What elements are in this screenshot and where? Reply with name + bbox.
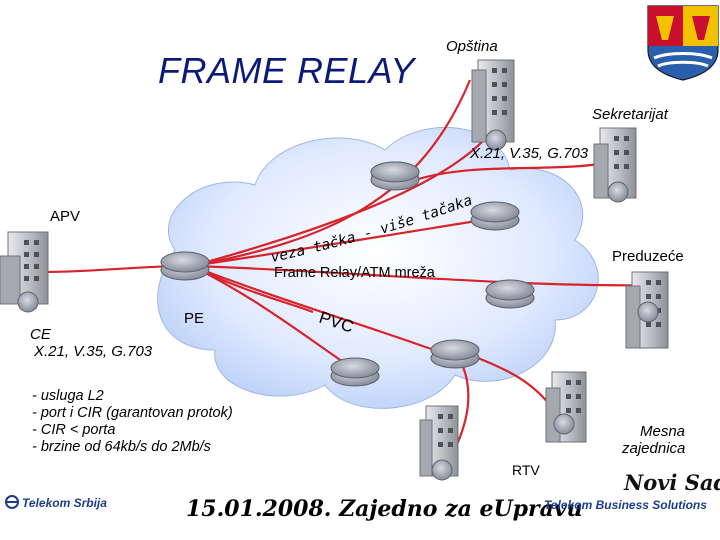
feature-item: - usluga L2 xyxy=(32,388,104,404)
network-cloud xyxy=(157,126,599,409)
building-mesna-zajednica xyxy=(545,371,587,443)
feature-item: - CIR < porta xyxy=(32,422,116,438)
feature-item: - brzine od 64kb/s do 2Mb/s xyxy=(32,439,211,455)
label-mesna-line2: zajednica xyxy=(622,440,686,457)
footer-date-text: 15.01.2008. Zajedno za eUpravu xyxy=(186,496,583,522)
page-title: FRAME RELAY xyxy=(158,50,415,91)
router-right xyxy=(470,201,520,231)
coat-of-arms-logo xyxy=(647,5,719,81)
telekom-srbija-logo-icon xyxy=(5,495,19,509)
brand-telekom-srbija: Telekom Srbija xyxy=(22,496,107,510)
brand-telekom-business: Telekom Business Solutions xyxy=(544,498,707,512)
router-mid xyxy=(485,279,535,309)
label-rtv: RTV xyxy=(512,462,540,478)
router-bottom xyxy=(330,357,380,387)
building-sekretarijat xyxy=(593,127,637,203)
building-opstina xyxy=(471,59,515,151)
label-ce: CE xyxy=(30,326,51,343)
label-interface-ce: X.21, V.35, G.703 xyxy=(34,343,153,360)
building-preduzece xyxy=(625,271,669,349)
routers xyxy=(160,161,535,387)
city-novi-sad: Novi Sad xyxy=(624,470,720,495)
router-pe xyxy=(160,251,210,281)
link-pe-router-right xyxy=(191,216,496,268)
label-mesna-line1: Mesna xyxy=(640,423,686,440)
label-network: Frame Relay/ATM mreža xyxy=(274,265,435,281)
link-pe-router-mid xyxy=(191,264,446,356)
router-top xyxy=(370,161,420,191)
label-opstina: Opština xyxy=(446,38,498,55)
label-interface-top: X.21, V.35, G.703 xyxy=(470,145,589,162)
label-apv: APV xyxy=(50,208,81,225)
building-rtv xyxy=(419,405,459,481)
feature-list: - usluga L2 - port i CIR (garantovan pro… xyxy=(32,388,233,456)
building-apv xyxy=(0,231,49,313)
label-sekretarijat: Sekretarijat xyxy=(592,106,668,123)
router-low xyxy=(430,339,480,369)
label-pe: PE xyxy=(184,310,205,327)
link-pe-router-low xyxy=(191,265,356,371)
link-pe-opstina xyxy=(191,79,472,268)
feature-item: - port i CIR (garantovan protok) xyxy=(32,405,233,421)
link-pe-preduzece xyxy=(191,264,661,287)
label-preduzece: Preduzeće xyxy=(612,248,684,265)
